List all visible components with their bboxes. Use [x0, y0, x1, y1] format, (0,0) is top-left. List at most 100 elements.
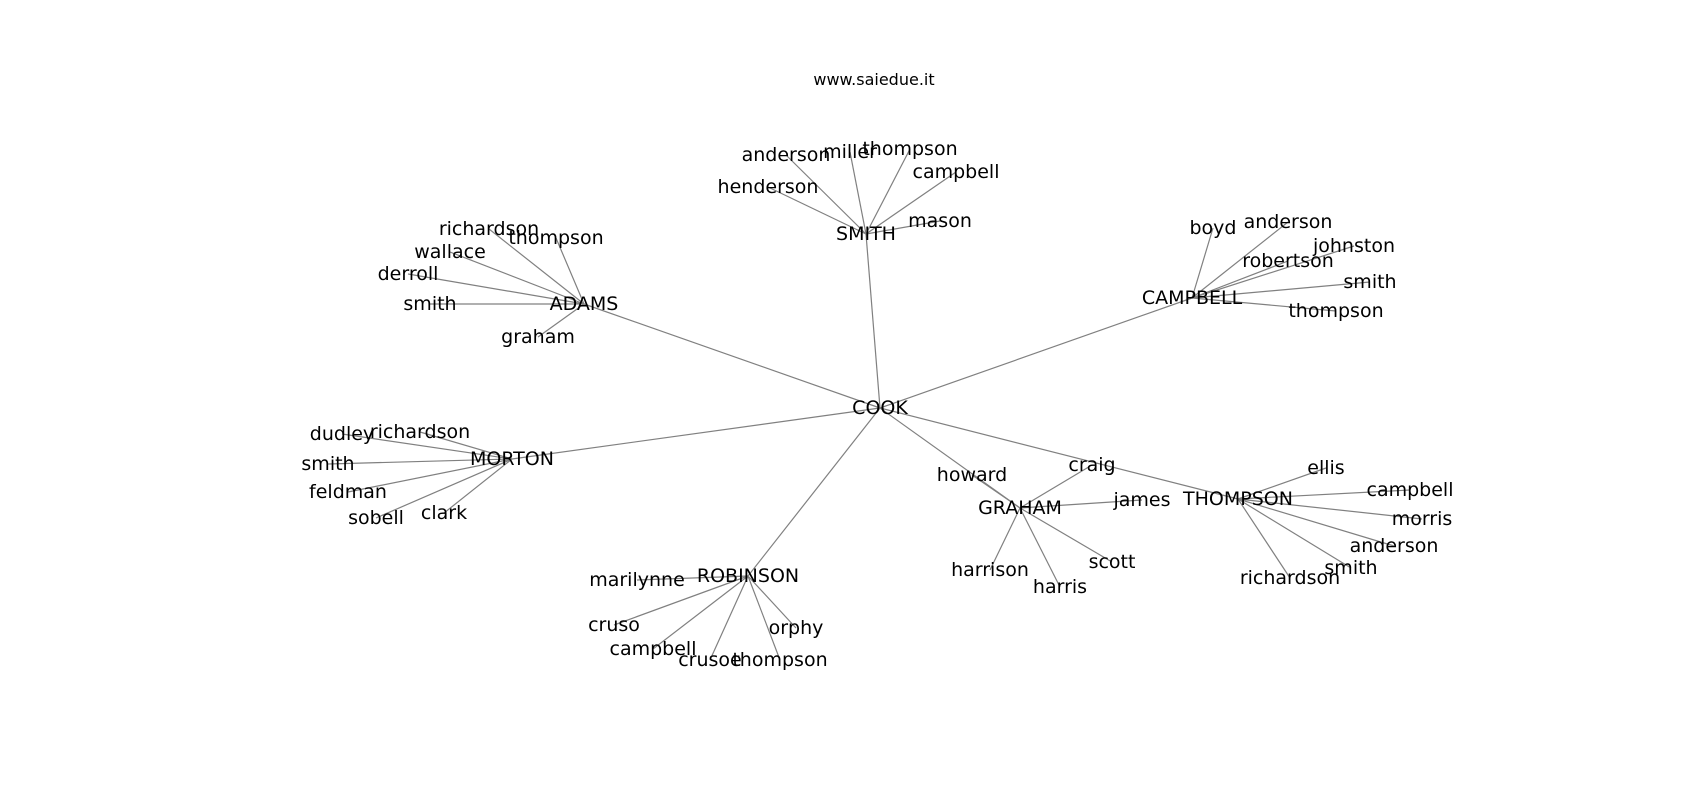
node-leaf-graham-harris: harris — [1033, 576, 1087, 598]
node-hub-campbell: CAMPBELL — [1142, 287, 1243, 309]
graph-labels: COOKSMITHandersonmillerthompsoncampbellh… — [301, 138, 1453, 671]
node-leaf-graham-scott: scott — [1089, 551, 1136, 573]
node-leaf-campbell-anderson: anderson — [1244, 211, 1333, 233]
edge-adams-richardson — [488, 228, 585, 305]
node-leaf-adams-graham: graham — [501, 326, 575, 348]
edge-smith-thompson — [865, 148, 911, 235]
node-leaf-graham-harrison: harrison — [951, 559, 1029, 581]
edge-robinson-crusoe — [709, 575, 749, 661]
site-header: www.saiedue.it — [813, 70, 935, 89]
node-leaf-thompson-richardson: richardson — [1240, 567, 1340, 589]
edge-thompson-ellis — [1237, 467, 1327, 500]
edge-thompson-campbell — [1237, 489, 1411, 500]
node-leaf-morton-richardson: richardson — [370, 421, 470, 443]
edge-cook-morton — [511, 407, 881, 460]
node-leaf-robinson-thompson: thompson — [732, 649, 827, 671]
node-leaf-adams-richardson: richardson — [439, 218, 539, 240]
edge-robinson-thompson — [747, 575, 781, 661]
node-hub-robinson: ROBINSON — [697, 565, 799, 587]
node-hub-adams: ADAMS — [550, 293, 619, 315]
edge-adams-thompson — [555, 237, 585, 305]
node-leaf-morton-smith: smith — [301, 453, 354, 475]
edge-campbell-johnston — [1191, 245, 1355, 299]
edge-adams-wallace — [449, 251, 585, 305]
edge-thompson-morris — [1237, 498, 1423, 520]
node-leaf-morton-clark: clark — [421, 502, 467, 524]
node-leaf-thompson-smith: smith — [1324, 557, 1377, 579]
node-leaf-morton-feldman: feldman — [309, 481, 387, 503]
edge-smith-campbell — [865, 171, 957, 235]
node-leaf-graham-james: james — [1112, 489, 1170, 511]
node-leaf-campbell-johnston: johnston — [1312, 235, 1395, 257]
node-leaf-campbell-boyd: boyd — [1190, 217, 1237, 239]
node-hub-graham: GRAHAM — [978, 497, 1062, 519]
node-leaf-robinson-crusoe: crusoe — [678, 649, 742, 671]
edge-robinson-cruso — [613, 575, 749, 626]
edge-graham-scott — [1019, 507, 1113, 563]
node-leaf-campbell-thompson: thompson — [1288, 300, 1383, 322]
node-leaf-adams-thompson: thompson — [508, 227, 603, 249]
node-leaf-graham-craig: craig — [1068, 454, 1115, 476]
node-leaf-robinson-campbell: campbell — [610, 638, 697, 660]
edge-campbell-anderson — [1191, 221, 1289, 299]
node-hub-thompson: THOMPSON — [1182, 488, 1293, 510]
edge-smith-miller — [849, 151, 867, 235]
edge-graham-howard — [971, 474, 1021, 509]
edge-adams-graham — [537, 303, 585, 338]
edge-smith-anderson — [785, 154, 867, 235]
node-leaf-morton-sobell: sobell — [348, 507, 404, 529]
node-leaf-thompson-morris: morris — [1392, 508, 1453, 530]
node-leaf-campbell-robertson: robertson — [1242, 250, 1334, 272]
edge-cook-thompson — [879, 407, 1239, 500]
edge-thompson-smith — [1237, 498, 1352, 569]
edge-cook-smith — [865, 233, 881, 409]
node-leaf-adams-smith: smith — [403, 293, 456, 315]
node-leaf-morton-dudley: dudley — [310, 423, 374, 445]
edge-robinson-campbell — [652, 575, 749, 650]
node-leaf-robinson-orphy: orphy — [769, 617, 824, 639]
node-leaf-robinson-marilynne: marilynne — [589, 569, 685, 591]
node-leaf-thompson-ellis: ellis — [1307, 457, 1344, 479]
edge-morton-clark — [443, 458, 513, 514]
node-leaf-smith-mason: mason — [908, 210, 972, 232]
edge-morton-smith — [327, 458, 513, 465]
edge-cook-robinson — [747, 407, 881, 577]
edge-robinson-marilynne — [636, 575, 749, 581]
node-leaf-graham-howard: howard — [937, 464, 1007, 486]
edge-graham-craig — [1019, 464, 1093, 509]
edge-morton-dudley — [341, 433, 513, 460]
node-leaf-adams-wallace: wallace — [414, 241, 486, 263]
edge-cook-campbell — [879, 297, 1193, 409]
node-leaf-smith-henderson: henderson — [718, 176, 819, 198]
edge-smith-henderson — [767, 186, 867, 235]
node-hub-smith: SMITH — [836, 223, 896, 245]
edge-robinson-orphy — [747, 575, 797, 629]
node-leaf-smith-anderson: anderson — [742, 144, 831, 166]
edge-campbell-robertson — [1191, 260, 1289, 299]
node-leaf-thompson-anderson: anderson — [1350, 535, 1439, 557]
edge-campbell-thompson — [1191, 297, 1337, 312]
edge-thompson-anderson — [1237, 498, 1395, 547]
edge-adams-derroll — [407, 273, 585, 305]
edge-smith-mason — [865, 220, 941, 235]
edge-morton-sobell — [375, 458, 513, 519]
edge-morton-richardson — [419, 431, 513, 460]
edge-graham-harrison — [989, 507, 1021, 571]
edge-campbell-boyd — [1191, 227, 1214, 299]
edge-morton-feldman — [347, 458, 513, 493]
edge-thompson-richardson — [1237, 498, 1291, 579]
node-leaf-thompson-campbell: campbell — [1367, 479, 1454, 501]
graph-edges — [327, 148, 1423, 661]
node-leaf-campbell-smith: smith — [1343, 271, 1396, 293]
node-hub-morton: MORTON — [470, 448, 554, 470]
edge-campbell-smith — [1191, 281, 1371, 299]
edge-cook-adams — [583, 303, 881, 409]
node-root-cook: COOK — [852, 397, 908, 419]
node-leaf-robinson-cruso: cruso — [588, 614, 640, 636]
node-leaf-smith-miller: miller — [823, 141, 877, 163]
node-leaf-adams-derroll: derroll — [378, 263, 439, 285]
node-leaf-smith-campbell: campbell — [913, 161, 1000, 183]
edge-graham-james — [1019, 499, 1143, 509]
edge-graham-harris — [1019, 507, 1061, 588]
